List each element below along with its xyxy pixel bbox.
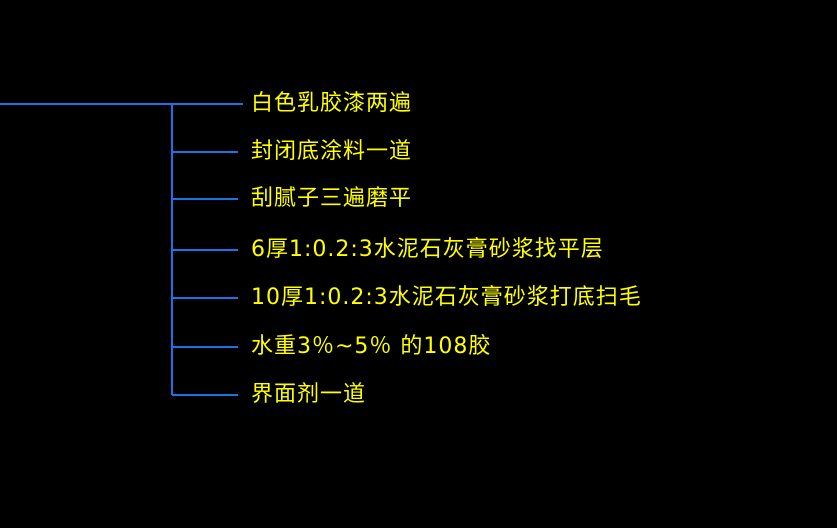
finish-layer-label-leveling: 6厚1:0.2:3水泥石灰膏砂浆找平层 [251,237,604,262]
finish-layer-label-base-coat: 10厚1:0.2:3水泥石灰膏砂浆打底扫毛 [251,285,642,310]
finish-layer-label-sealer: 封闭底涂料一道 [251,139,413,164]
finish-layer-label-glue: 水重3％~5％ 的108胶 [251,334,492,359]
finish-layer-label-paint: 白色乳胶漆两遍 [251,91,413,116]
finish-layer-label-interface: 界面剂一道 [251,382,367,407]
finish-layer-label-putty: 刮腻子三遍磨平 [251,186,413,211]
